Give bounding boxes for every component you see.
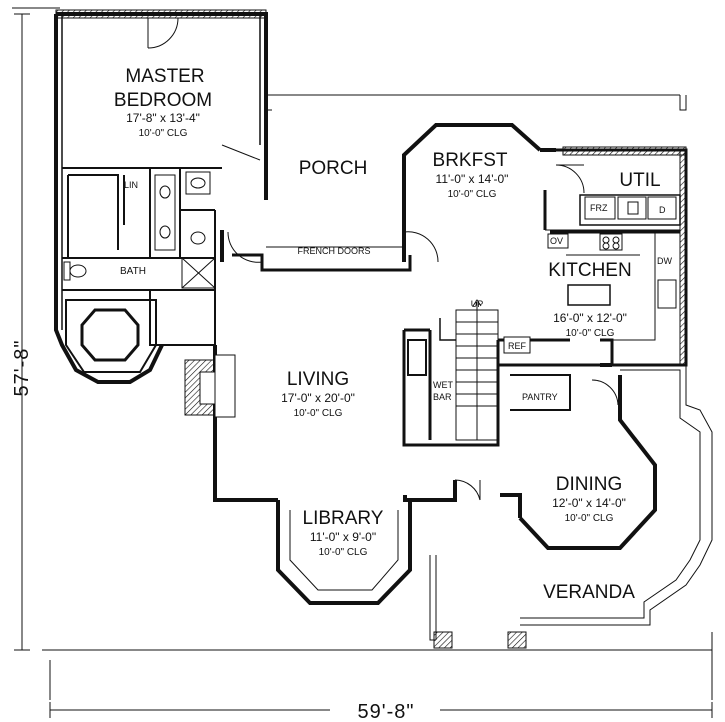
shower — [181, 257, 216, 289]
library-walls — [276, 500, 412, 605]
veranda-post-right — [507, 631, 527, 649]
library-door[interactable] — [454, 479, 481, 501]
porch — [220, 94, 687, 272]
dining-label: DINING — [556, 474, 623, 495]
living-clg: 10'-0" CLG — [294, 408, 343, 419]
stair-up-label: UP — [471, 299, 484, 309]
util-wall-hatch — [562, 146, 687, 156]
library-inner — [289, 510, 399, 591]
dishwasher-label: DW — [657, 256, 672, 266]
util-door[interactable] — [555, 164, 585, 194]
dining-walls — [518, 363, 657, 550]
master-bedroom-size: 17'-8" x 13'-4" — [126, 111, 200, 125]
library-label: LIBRARY — [303, 508, 384, 529]
overall-width-label: 59'-8" — [358, 701, 415, 722]
living-walls — [213, 345, 522, 518]
porch-label: PORCH — [299, 158, 368, 179]
toilet — [63, 261, 87, 281]
north-wall-hatch — [55, 9, 267, 19]
overall-depth-label: 57'-8" — [11, 340, 33, 397]
width-label-bg — [330, 700, 440, 720]
veranda-label: VERANDA — [543, 582, 635, 603]
util-label: UTIL — [619, 170, 660, 191]
brkfst-clg: 10'-0" CLG — [448, 189, 497, 200]
bath-label: BATH — [120, 266, 146, 277]
french-doors-label: FRENCH DOORS — [297, 246, 370, 256]
stair — [455, 299, 499, 441]
bedroom-door[interactable] — [147, 17, 179, 49]
wet-bar-label-2: BAR — [433, 392, 452, 402]
oven-label: OV — [550, 236, 563, 246]
appliances — [547, 196, 677, 309]
veranda-post-left — [433, 631, 453, 649]
dining-size: 12'-0" x 14'-0" — [552, 496, 626, 510]
ref-label: REF — [508, 341, 527, 351]
living-size: 17'-0" x 20'-0" — [281, 391, 355, 405]
east-wall-hatch — [679, 149, 687, 366]
tub — [65, 299, 157, 373]
ref-box — [503, 336, 531, 354]
living-label: LIVING — [287, 369, 349, 390]
pantry-label: PANTRY — [522, 392, 558, 402]
library-clg: 10'-0" CLG — [319, 547, 368, 558]
kitchen-size: 16'-0" x 12'-0" — [553, 311, 627, 325]
kitchen-label: KITCHEN — [548, 260, 631, 281]
fireplace — [184, 354, 236, 418]
sinks — [154, 171, 211, 251]
linen-label: LIN — [124, 180, 138, 190]
kitchen-clg: 10'-0" CLG — [566, 328, 615, 339]
dining-clg: 10'-0" CLG — [565, 513, 614, 524]
dryer-label: D — [659, 205, 666, 215]
master-bedroom-clg: 10'-0" CLG — [139, 128, 188, 139]
frz-label: FRZ — [590, 203, 608, 213]
dining-door[interactable] — [591, 379, 619, 406]
brkfst-label: BRKFST — [433, 150, 508, 171]
master-bedroom-label-2: BEDROOM — [114, 90, 212, 111]
brkfst-size: 11'-0" x 14'-0" — [436, 172, 509, 186]
library-size: 11'-0" x 9'-0" — [310, 530, 376, 544]
wet-bar-label-1: WET — [433, 380, 453, 390]
master-bedroom-label-1: MASTER — [125, 66, 204, 87]
